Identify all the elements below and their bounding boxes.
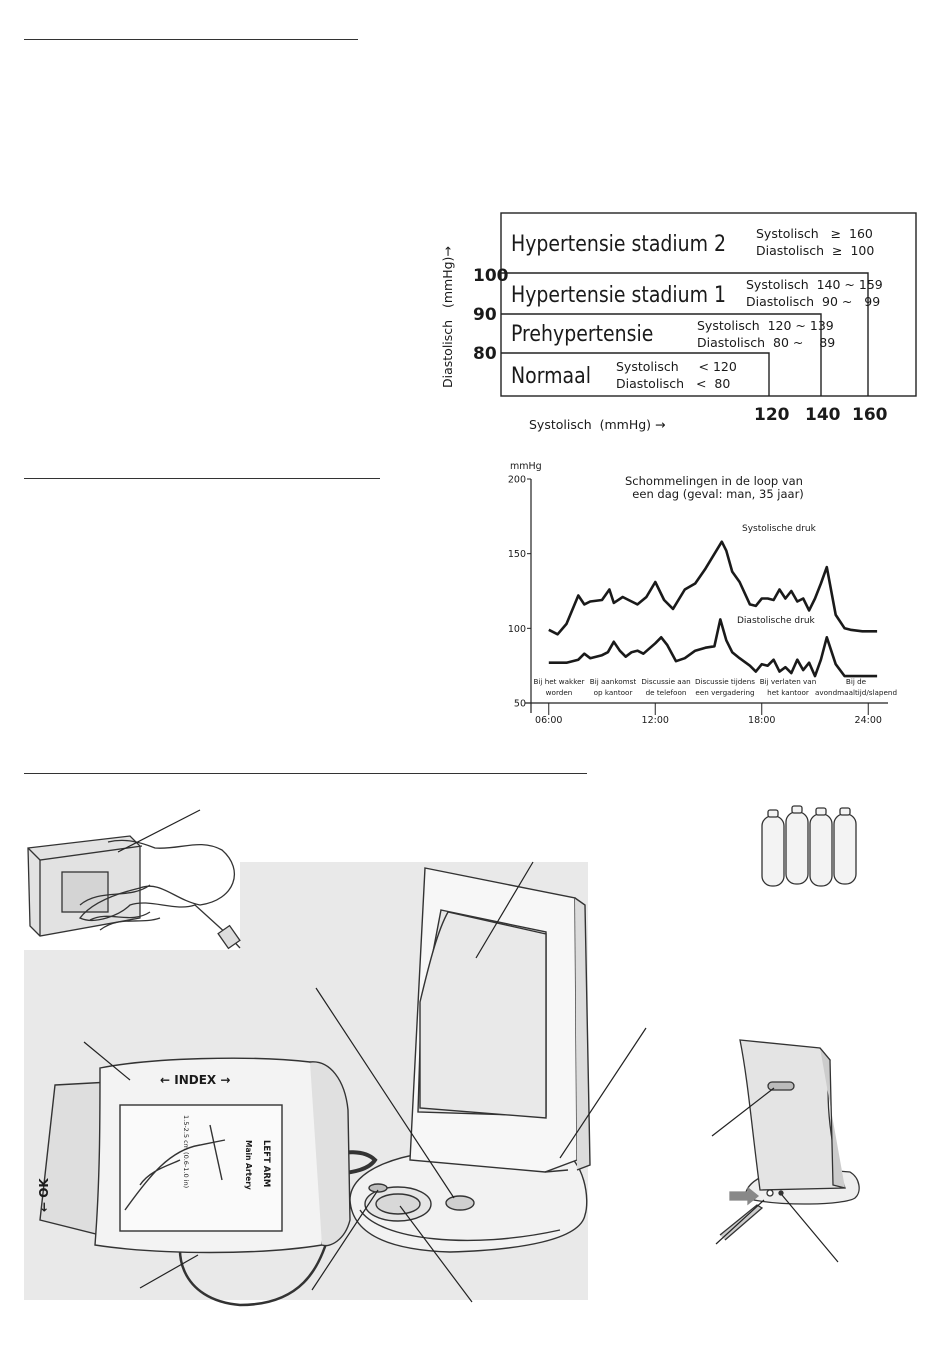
screen-pointer	[475, 861, 534, 959]
x-tick-label: 18:00	[748, 715, 775, 726]
ac-adapter-icon	[27, 835, 241, 950]
x-tick-140: 140	[805, 405, 841, 425]
x-tick-label: 12:00	[642, 715, 669, 726]
y-tick-label: 200	[508, 475, 526, 486]
monitor-unit	[349, 867, 591, 1253]
back-slot-pointer	[711, 1087, 775, 1137]
tube-pointer	[139, 1254, 199, 1289]
jack-socket-pointer	[781, 1194, 839, 1263]
diastolic-series-line	[548, 618, 878, 678]
x-tick-120: 120	[754, 405, 790, 425]
cuff-index-label: ← INDEX →	[160, 1073, 230, 1087]
band-prehypertension-systolic: Systolisch 120 ~ 139	[697, 318, 834, 333]
bp-classification-diagram: Hypertensie stadium 2 Systolisch ≥ 160 D…	[440, 212, 917, 432]
y-tick-label: 100	[508, 624, 526, 635]
band-stage2-systolic: Systolisch ≥ 160	[756, 226, 873, 241]
chart-title-line1: Schommelingen in de loop van	[625, 474, 803, 488]
chart-y-unit: mmHg	[510, 461, 542, 472]
band-normal-systolic: Systolisch < 120	[616, 359, 737, 374]
band-stage2-name: Hypertensie stadium 2	[511, 231, 726, 257]
x-tick-label: 06:00	[535, 715, 562, 726]
band-normal-name: Normaal	[511, 363, 591, 389]
x-axis-label: Systolisch (mmHg) →	[529, 417, 665, 432]
band-stage1-diastolic: Diastolisch 90 ~ 99	[746, 294, 880, 309]
diastolic-series-label: Diastolische druk	[737, 616, 816, 626]
band-normal-diastolic: Diastolisch < 80	[616, 376, 730, 391]
y-tick-label: 150	[508, 549, 526, 560]
section-rule-2	[24, 478, 380, 479]
daily-bp-chart: mmHg Schommelingen in de loop van een da…	[508, 461, 897, 726]
cuff-left-arm-label: LEFT ARM	[261, 1140, 271, 1187]
adapter-pointer	[117, 809, 201, 853]
cuff-pointer	[83, 1041, 131, 1081]
y-tick-100: 100	[473, 266, 509, 286]
power-jack-pointer	[715, 1199, 765, 1245]
band-stage1-systolic: Systolisch 140 ~ 159	[746, 277, 883, 292]
indicator-pointer	[311, 1189, 379, 1291]
arm-cuff	[39, 1057, 378, 1307]
monitor-body-pointer	[559, 1027, 647, 1159]
cuff-size-label: 1.5-2.5 cm (0.6-1.0 in)	[182, 1115, 190, 1188]
y-tick-80: 80	[473, 344, 497, 364]
section-rule-1	[24, 39, 358, 40]
start-button-pointer	[399, 1205, 473, 1303]
systolic-series-label: Systolische druk	[742, 524, 817, 534]
y-tick-90: 90	[473, 305, 497, 325]
band-prehypertension-diastolic: Diastolisch 80 ~ 89	[697, 335, 835, 350]
y-tick-label: 50	[514, 699, 526, 710]
memory-button-pointer	[315, 987, 455, 1199]
section-rule-3	[24, 773, 587, 774]
device-illustration: ← INDEX → ← OK LEFT ARM Main Artery 1.5-…	[24, 805, 860, 1307]
monitor-back-view	[719, 1039, 860, 1241]
batteries-icon	[761, 805, 857, 887]
chart-title-line2: een dag (geval: man, 35 jaar)	[625, 487, 804, 501]
lcd-screen	[419, 911, 547, 1119]
y-axis-label: Diastolisch (mmHg)→	[440, 246, 455, 388]
x-tick-160: 160	[852, 405, 888, 425]
cuff-ok-label: ← OK	[37, 1178, 51, 1212]
x-tick-label: 24:00	[855, 715, 882, 726]
band-prehypertension-name: Prehypertensie	[511, 321, 653, 347]
band-stage2-diastolic: Diastolisch ≥ 100	[756, 243, 874, 258]
systolic-series-line	[548, 540, 878, 636]
band-stage1-name: Hypertensie stadium 1	[511, 282, 726, 308]
cuff-main-artery-label: Main Artery	[244, 1140, 253, 1190]
